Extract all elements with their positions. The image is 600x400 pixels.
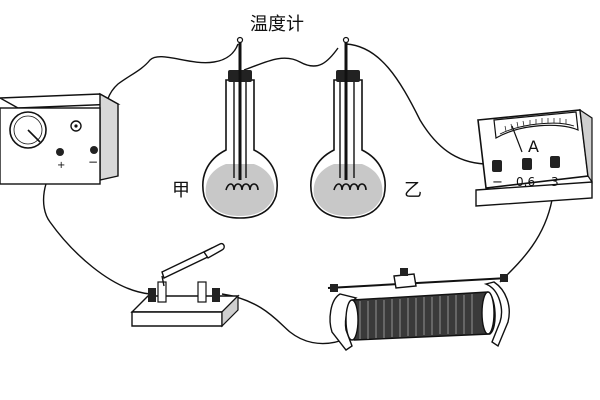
wire-rheostat-to-switch	[221, 293, 349, 345]
ammeter-high-label: 3	[551, 175, 559, 189]
ammeter-neg-label: −	[492, 175, 503, 190]
flask-jia-label: 甲	[172, 180, 190, 201]
supply-terminal-minus	[90, 146, 98, 154]
flask-jia: 甲	[172, 36, 278, 219]
heating-coil-jia-icon	[225, 183, 259, 191]
wire-flask-yi-to-ammeter	[345, 43, 497, 165]
ammeter: A − 0.6 3	[475, 108, 593, 207]
thermometer-label: 温度计	[250, 14, 304, 35]
knife-switch	[130, 242, 240, 328]
ammeter-mid-label: 0.6	[516, 175, 535, 189]
rheostat	[327, 268, 510, 351]
ammeter-symbol: A	[528, 137, 539, 156]
ammeter-terminals	[492, 156, 560, 172]
flask-yi-label: 乙	[404, 180, 422, 201]
switch-handle	[202, 242, 225, 259]
supply-minus-label: −	[88, 155, 98, 169]
wires	[42, 43, 553, 345]
wire-flask-jia-to-flask-yi	[243, 47, 339, 71]
supply-terminal-plus	[56, 148, 64, 156]
ammeter-needle	[511, 125, 523, 153]
rheostat-coil-icon	[359, 294, 473, 339]
rheostat-slider	[393, 273, 417, 289]
power-supply: + −	[0, 92, 121, 185]
heating-coil-yi-icon	[333, 183, 367, 191]
flask-yi: 乙	[310, 36, 422, 219]
wire-ammeter-to-rheostat	[499, 199, 553, 283]
supply-plus-label: +	[57, 160, 65, 171]
